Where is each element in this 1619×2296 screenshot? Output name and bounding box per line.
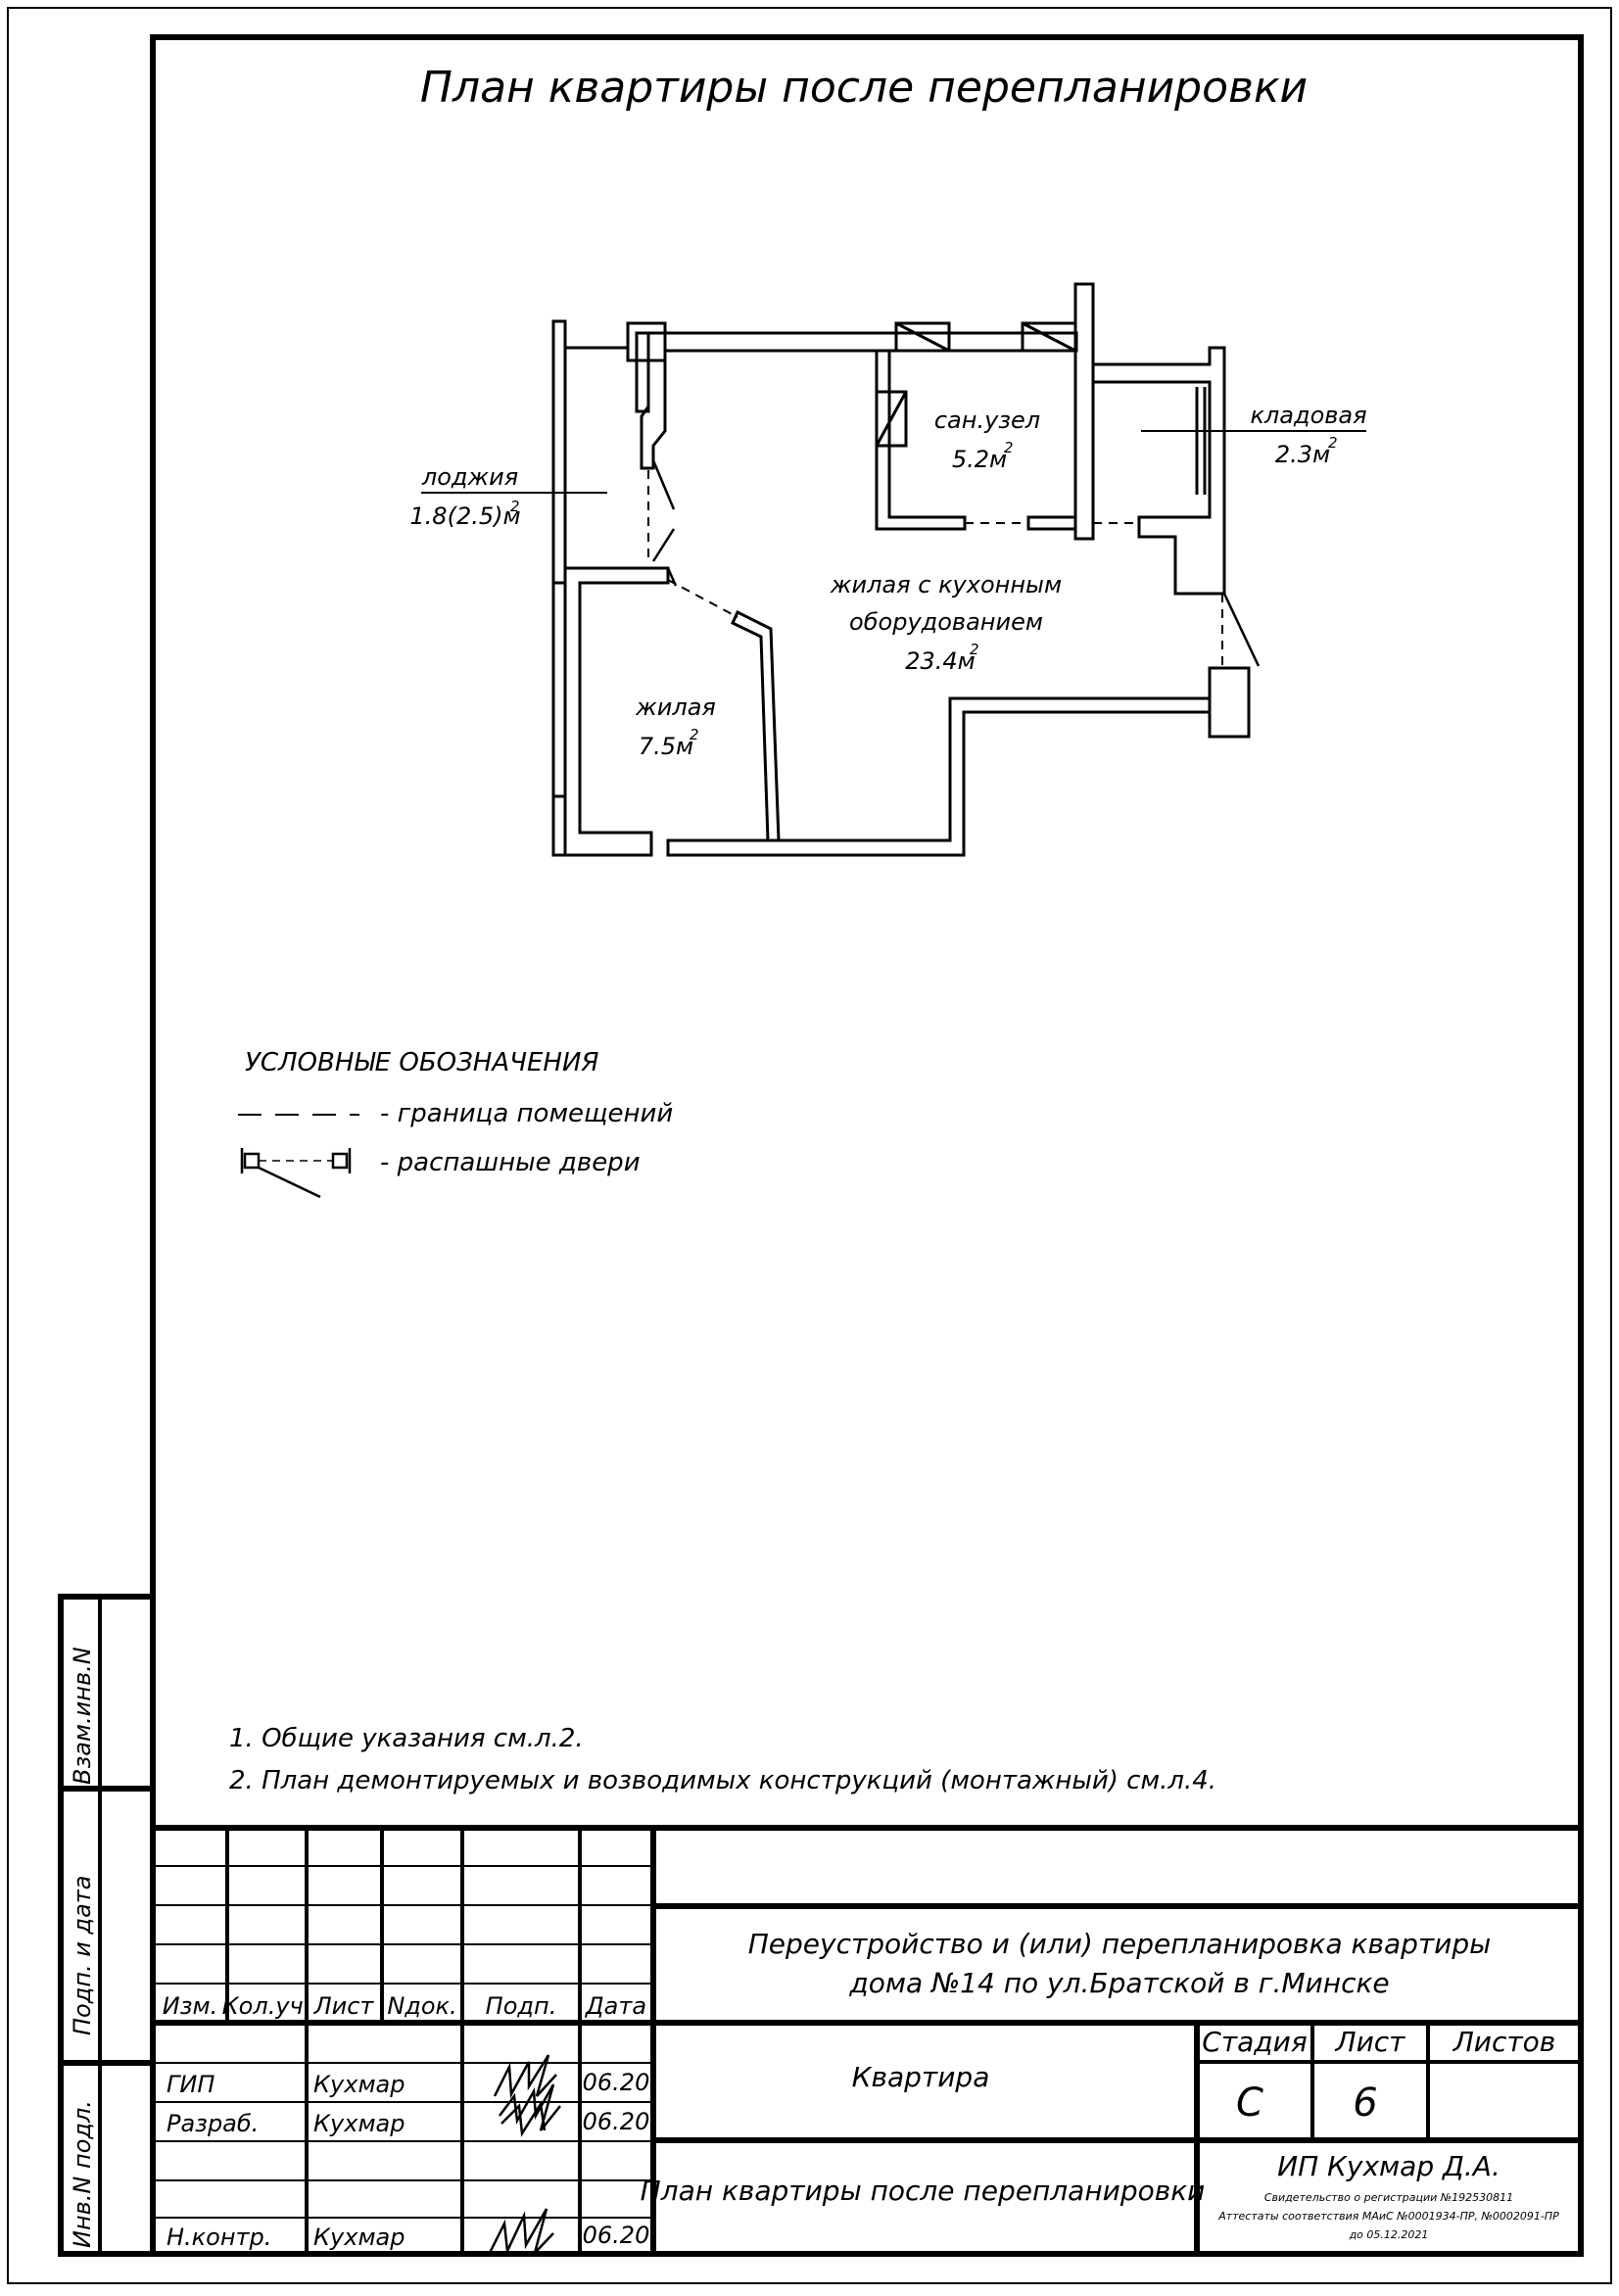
legend-item-boundary: - граница помещений (380, 1099, 673, 1128)
sheet-title: План квартиры после перепланировки (641, 2175, 1206, 2207)
stamp-inv-orig: Инв.N подл. (69, 2100, 96, 2248)
row-nkontr-date: 06.20 (583, 2222, 650, 2249)
stage-value: С (1236, 2081, 1263, 2126)
page-title: План квартиры после перепланировки (420, 63, 1308, 113)
stage-label: Стадия (1202, 2026, 1307, 2058)
room-bathroom-area: 5.2м (952, 446, 1007, 473)
room-living-name-1: жилая с кухонным (830, 571, 1062, 598)
header-data: Дата (585, 1992, 646, 2020)
window-top-1 (894, 321, 951, 353)
cert-line-3: до 05.12.2021 (1349, 2228, 1429, 2241)
loggia-partition (640, 331, 667, 470)
door-loggia-upper (651, 459, 676, 510)
project-line-1: Переустройство и (или) перепланировка кв… (748, 1928, 1492, 1960)
row-dev-name: Кухмар (313, 2110, 405, 2137)
room-loggia-sup: 2 (510, 498, 520, 515)
note-2: 2. План демонтируемых и возводимых конст… (229, 1766, 1216, 1795)
header-list: Лист (313, 1992, 375, 2020)
door-storage-exit (1222, 593, 1261, 667)
project-line-2: дома №14 по ул.Братской в г.Минске (848, 1967, 1389, 1999)
floor-plan (551, 282, 1251, 857)
bathroom-wall-left (875, 349, 967, 531)
room-storage-sup: 2 (1328, 434, 1338, 452)
header-podp: Подп. (486, 1992, 557, 2020)
room-living-sup: 2 (970, 641, 979, 658)
room-storage-area: 2.3м (1275, 441, 1330, 468)
room-bedroom-area: 7.5м (639, 733, 693, 760)
stamp-sign-date: Подп. и дата (69, 1876, 96, 2036)
living-bottom-wall (666, 696, 1212, 857)
room-bathroom-sup: 2 (1004, 439, 1014, 456)
header-kol: Кол.уч. (222, 1992, 311, 2020)
room-boundaries (647, 470, 1223, 668)
company-name: ИП Кухмар Д.А. (1277, 2150, 1500, 2182)
door-bedroom (666, 567, 678, 587)
sheet-value: 6 (1353, 2081, 1377, 2126)
column-right-lower (1208, 666, 1251, 739)
bedroom-partition (731, 609, 781, 842)
room-storage-name: кладовая (1250, 402, 1366, 429)
side-stamp (58, 1594, 156, 2257)
drawing-frame (150, 34, 1584, 2257)
row-nkontr-role: Н.контр. (167, 2224, 271, 2251)
door-loggia-lower (651, 528, 676, 562)
room-bedroom-name: жилая (635, 694, 716, 721)
room-living-area: 23.4м (905, 647, 976, 675)
loggia-outer-wall (551, 319, 567, 857)
window-top-1-mark (895, 321, 950, 353)
wall-column-right (1073, 282, 1095, 541)
sheets-label: Листов (1452, 2026, 1556, 2058)
room-loggia-name: лоджия (421, 463, 518, 491)
object-name: Квартира (852, 2061, 990, 2093)
leader-lines (421, 430, 1366, 494)
window-post (635, 331, 650, 413)
legend-item-door: - распашные двери (380, 1148, 641, 1177)
legend-heading: УСЛОВНЫЕ ОБОЗНАЧЕНИЯ (245, 1048, 598, 1077)
bathroom-duct-mark (875, 391, 908, 447)
row-dev-date: 06.20 (583, 2108, 650, 2135)
top-exterior-wall (663, 331, 1078, 353)
row-dev-role: Разраб. (167, 2110, 259, 2137)
row-gip-role: ГИП (167, 2071, 214, 2098)
signature-dev (500, 2100, 547, 2137)
bedroom-window (551, 581, 567, 798)
column-top-left (626, 321, 667, 362)
signature-nkontr (488, 2208, 554, 2256)
bathroom-wall-bottom (1026, 515, 1077, 531)
room-bedroom-sup: 2 (690, 726, 699, 743)
row-gip-date: 06.20 (583, 2069, 650, 2096)
row-nkontr-name: Кухмар (313, 2224, 405, 2251)
header-izm: Изм. (163, 1992, 217, 2020)
title-block-grid (153, 1825, 1581, 2254)
legend-door-symbol (240, 1148, 352, 1199)
room-living-name-2: оборудованием (849, 608, 1043, 636)
stamp-replace-inv: Взам.инв.N (69, 1647, 96, 1785)
row-gip-name: Кухмар (313, 2071, 405, 2098)
window-top-2-mark (1022, 321, 1076, 353)
doors (651, 459, 1261, 667)
note-1: 1. Общие указания см.л.2. (229, 1724, 584, 1753)
outer-trim-line (7, 7, 1612, 2284)
room-loggia-area: 1.8(2.5)м (409, 502, 520, 530)
bathroom-duct (875, 390, 908, 448)
boundary-bedroom (667, 579, 738, 618)
room-bathroom-name: сан.узел (934, 407, 1040, 434)
header-ndok: Nдок. (387, 1992, 456, 2020)
cert-line-1: Свидетельство о регистрации №192530811 (1264, 2191, 1513, 2204)
sheet-label: Лист (1335, 2026, 1406, 2058)
cert-line-2: Аттестаты соответствия МАиС №0001934-ПР,… (1217, 2210, 1559, 2223)
